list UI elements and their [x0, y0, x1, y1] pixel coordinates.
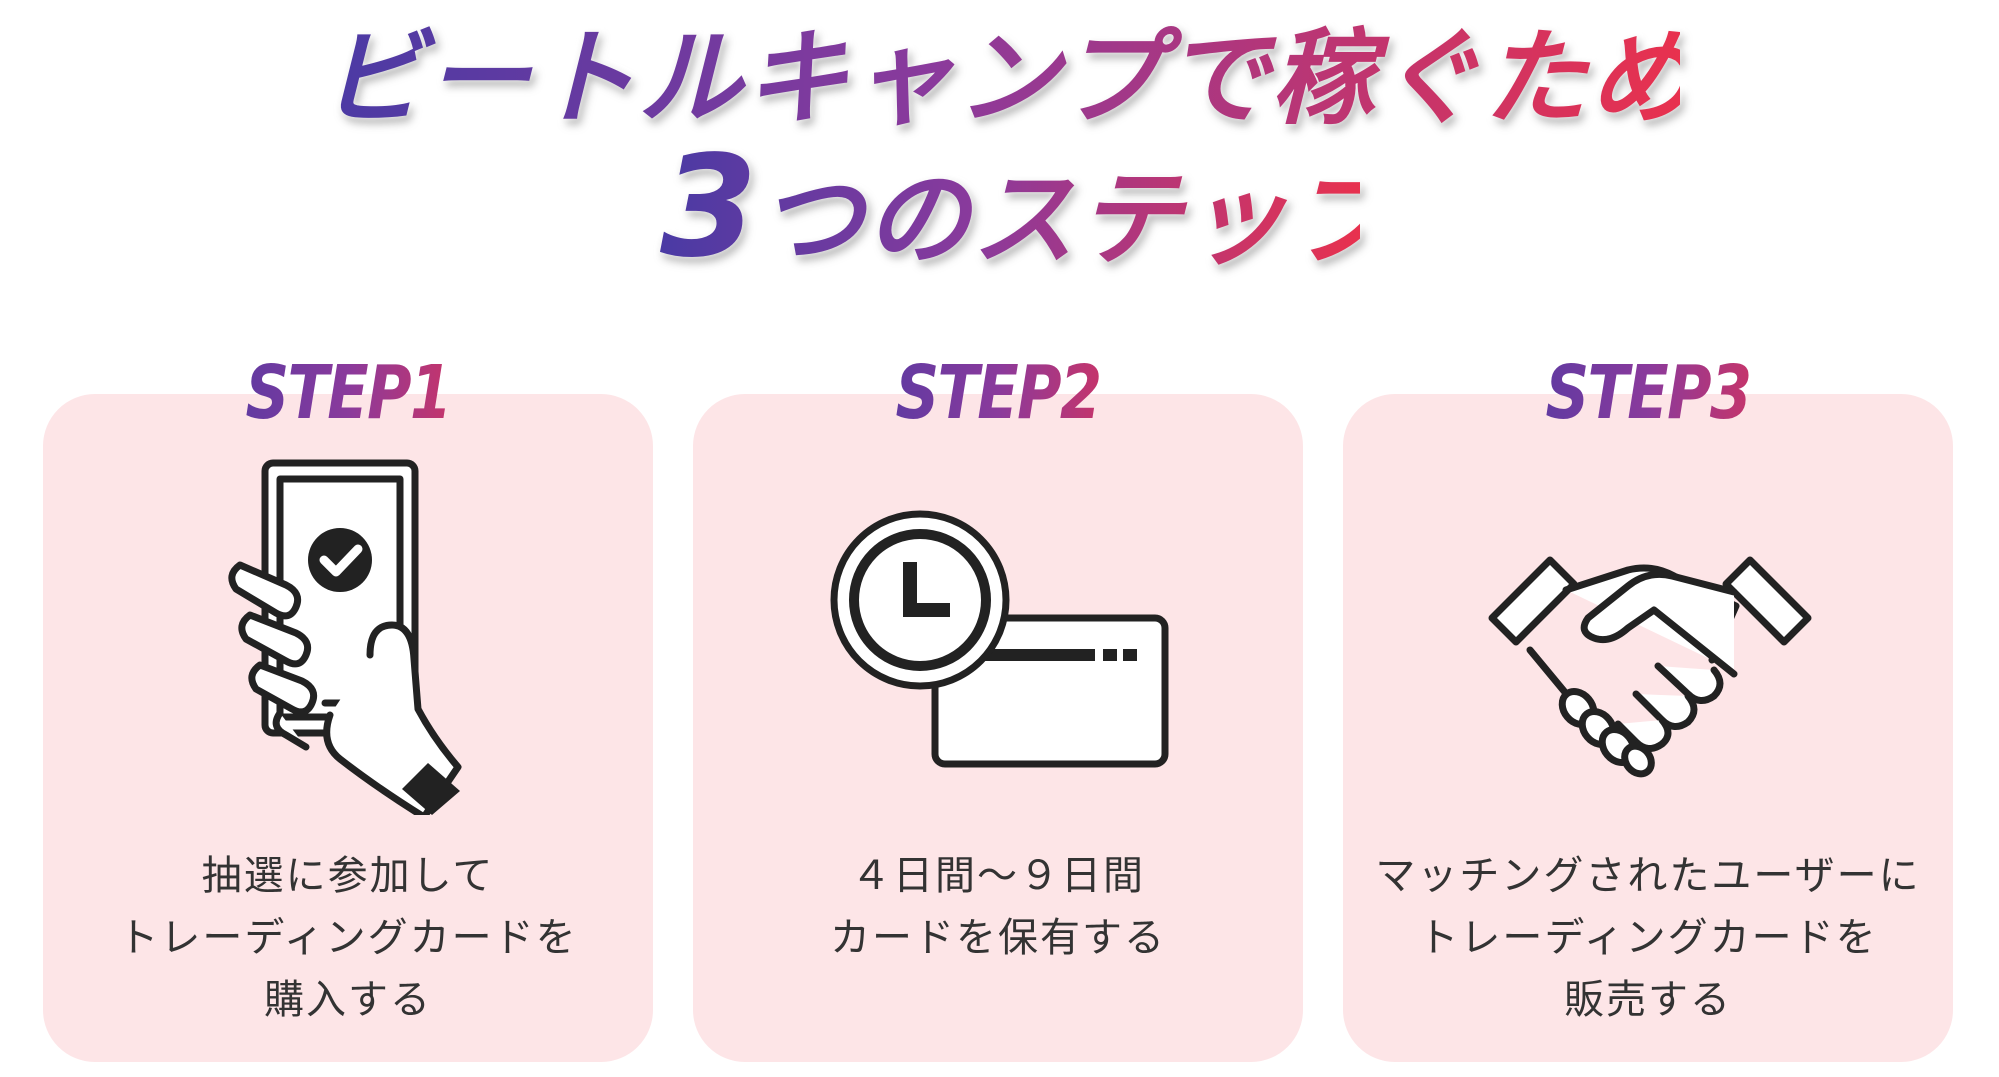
step-3-line-3: 販売する	[1564, 977, 1732, 1023]
step-1-line-2: トレーディングカードを	[118, 915, 578, 961]
step-description-3: マッチングされたユーザーに トレーディングカードを 販売する	[1343, 845, 1953, 1031]
headline-line-2: 3つのステップ	[660, 148, 1360, 279]
step-description-1: 抽選に参加して トレーディングカードを 購入する	[43, 845, 653, 1031]
step-2-line-1: ４日間～９日間	[851, 853, 1145, 899]
hand-holding-phone-check-icon	[220, 455, 480, 821]
step-3-line-1: マッチングされたユーザーに	[1375, 853, 1921, 899]
step-label-2: STEP2	[834, 348, 1162, 438]
headline-line-1: ビートルキャンプで稼ぐための	[320, 17, 1801, 139]
step-label-1: STEP1	[184, 348, 512, 438]
headline-line-2-text: つのステップ	[759, 158, 1396, 280]
step-3-line-2: トレーディングカードを	[1418, 915, 1878, 961]
step-label-3: STEP3	[1484, 348, 1812, 438]
step-description-2: ４日間～９日間 カードを保有する	[693, 845, 1303, 969]
step-1-line-3: 購入する	[264, 977, 432, 1023]
headline-step-count: 3	[660, 126, 760, 289]
step-2-line-2: カードを保有する	[830, 915, 1166, 961]
handshake-icon	[1470, 500, 1830, 780]
clock-card-icon	[820, 500, 1180, 780]
step-1-line-1: 抽選に参加して	[201, 853, 495, 899]
